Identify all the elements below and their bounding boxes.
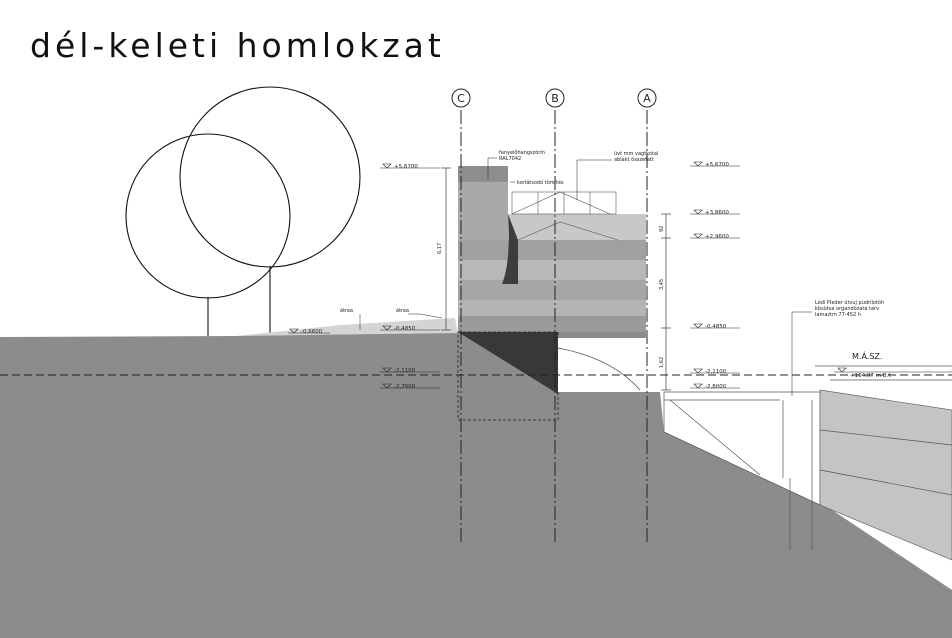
glazing	[511, 191, 619, 241]
annotation-ground-a: átrea	[340, 307, 353, 314]
dark-cantilever	[502, 214, 518, 284]
axis-circle-b	[545, 88, 565, 108]
level-right-bottom: -2,8000	[705, 384, 727, 390]
leaders	[359, 157, 812, 396]
void-area	[558, 338, 646, 392]
annotation-top-right-2: ablakt összefatt	[614, 157, 654, 163]
annotation-right-2: kbsütsa organdózata tarv	[815, 305, 879, 312]
masz-value: +164,07 m B.f.	[850, 373, 892, 379]
level-left-ground: -0,6600	[301, 329, 323, 335]
dimension-right-mid: 3,45	[659, 279, 665, 290]
axis-label-c: C	[457, 92, 465, 105]
dimension-right-top: 92	[659, 226, 665, 232]
building-cap	[458, 166, 508, 182]
band-1	[458, 240, 646, 260]
right-dimension	[661, 213, 671, 391]
left-dimension	[441, 167, 451, 331]
tree-crown-right	[179, 86, 361, 268]
masz-marker	[834, 367, 952, 373]
level-left-entry: -0,4850	[394, 326, 416, 332]
tree-crown-left	[125, 133, 291, 299]
annotation-right-1: Lédi Pleder ütvuj pudrilotóh	[815, 299, 884, 306]
annotation-top-left-1: fanyelőhangszórín	[499, 149, 545, 156]
band-4	[458, 300, 646, 316]
annotation-right-3: lamaztm 77-452 h	[815, 312, 861, 318]
front-terrace	[236, 318, 458, 337]
level-left-bottom: -2,7600	[394, 384, 416, 390]
level-left-top: +5,6700	[394, 164, 418, 170]
axis-label-b: B	[551, 92, 559, 105]
ground	[0, 332, 952, 638]
dimension-left-height: 6,17	[437, 243, 443, 254]
band-2	[458, 260, 646, 280]
levels-left	[288, 163, 440, 389]
annotation-ground-b: átrea	[396, 307, 409, 314]
annotation-mid: korlátsodó tömítés	[517, 179, 564, 186]
band-5	[458, 316, 646, 332]
axis-circle-a	[637, 88, 657, 108]
dimension-right-low: 1,62	[659, 357, 665, 368]
levels-right	[690, 161, 740, 389]
trees	[125, 86, 361, 337]
axis-label-a: A	[643, 92, 651, 105]
foundation-wedge	[458, 332, 558, 394]
grid-axes	[460, 110, 648, 542]
building	[458, 166, 646, 332]
lower-structure	[663, 365, 952, 561]
level-right-top: +5,6700	[705, 162, 729, 168]
level-right-entry: -0,4850	[705, 324, 727, 330]
annotation-top-right-1: üvt mm vagtkotal	[614, 151, 658, 157]
axis-circle-c	[451, 88, 471, 108]
level-right-slab: +2,9600	[705, 234, 729, 240]
masz-label: M.Á.SZ.	[852, 350, 882, 361]
annotation-top-left-2: RAL7042	[499, 156, 521, 162]
level-left-lower: -2,1100	[394, 368, 416, 374]
foundation-outline	[457, 331, 559, 421]
level-right-lower: -2,1100	[705, 369, 727, 375]
level-right-upper: +3,8600	[705, 210, 729, 216]
page-title: dél-keleti homlokzat	[30, 26, 445, 65]
curved-ramp	[557, 347, 641, 391]
band-3	[458, 280, 646, 300]
axis-markers: C B A	[451, 88, 657, 108]
